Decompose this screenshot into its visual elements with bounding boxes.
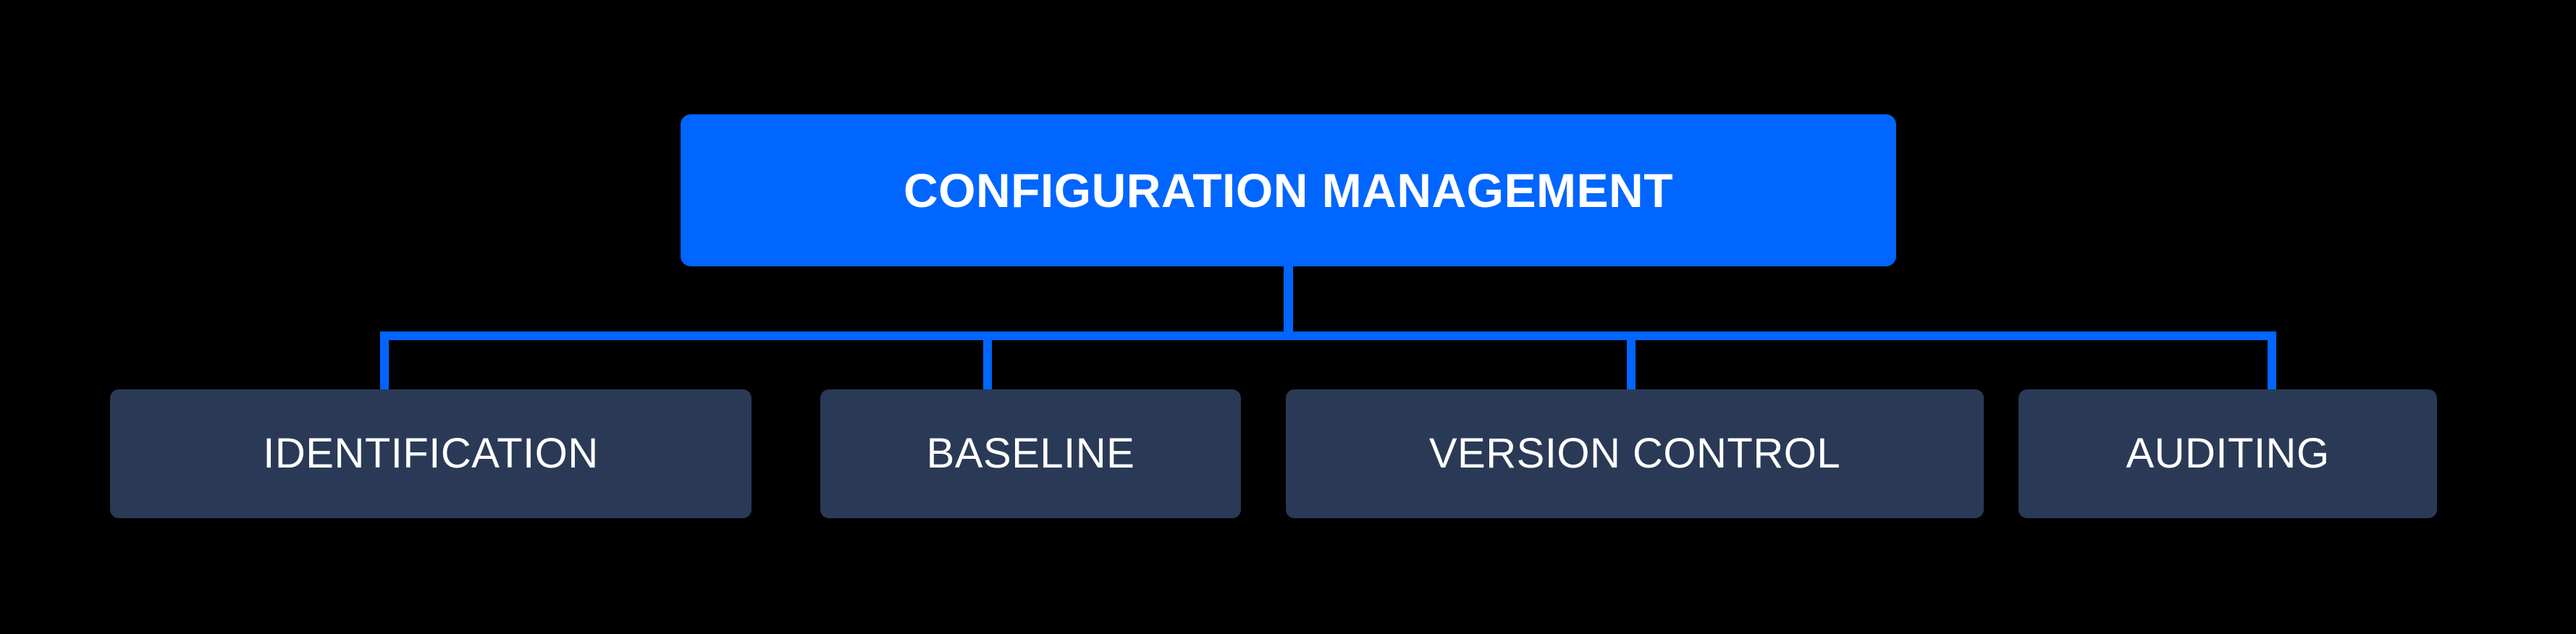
child-node-auditing[interactable]: AUDITING [2019, 389, 2437, 518]
root-node-label: CONFIGURATION MANAGEMENT [903, 164, 1674, 217]
connector-drop-baseline [983, 331, 992, 391]
root-node-configuration-management[interactable]: CONFIGURATION MANAGEMENT [681, 114, 1896, 266]
child-node-label: VERSION CONTROL [1428, 430, 1841, 477]
connector-horizontal-bus [380, 331, 2276, 340]
connector-drop-auditing [2268, 331, 2276, 391]
child-node-baseline[interactable]: BASELINE [820, 389, 1241, 518]
child-node-label: AUDITING [2126, 430, 2330, 477]
child-node-label: BASELINE [926, 430, 1135, 477]
connector-drop-version-control [1627, 331, 1636, 391]
child-node-version-control[interactable]: VERSION CONTROL [1286, 389, 1984, 518]
connector-root-stem [1284, 265, 1293, 340]
child-node-label: IDENTIFICATION [263, 430, 599, 477]
connector-drop-identification [380, 331, 389, 391]
child-node-identification[interactable]: IDENTIFICATION [110, 389, 752, 518]
